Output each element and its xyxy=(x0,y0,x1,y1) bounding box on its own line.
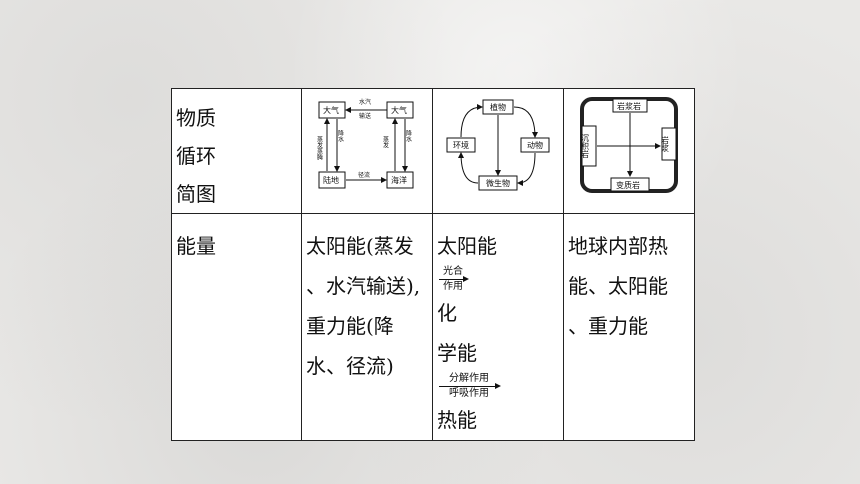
rock-cycle-diagram: 岩浆岩 沉积岩 岩浆 变质岩 xyxy=(579,96,679,194)
metamorphic-label: 变质岩 xyxy=(616,180,640,190)
rock-energy-line: 、重力能 xyxy=(568,314,648,338)
precip-left-label: 降水 xyxy=(337,129,344,142)
atm-left-label: 大气 xyxy=(323,105,339,115)
respiration-arrow: 分解作用呼吸作用 xyxy=(439,373,501,400)
bio-cycle-diagram: 植物 环境 动物 微生物 xyxy=(443,96,553,194)
ocean-box xyxy=(386,171,414,189)
transport-bottom-label: 输送 xyxy=(359,112,371,120)
bio-energy-line2: 学能 xyxy=(437,341,477,365)
rock-energy-line: 地球内部热 xyxy=(568,234,668,258)
land-box xyxy=(318,171,346,189)
bio-energy-end: 化 xyxy=(437,301,457,325)
bio-cycle-cell: 植物 环境 动物 微生物 xyxy=(432,88,564,214)
material-cycle-table: 物质 循环 简图 大气 大气 陆地 海洋 xyxy=(171,88,695,441)
magma-rock-box xyxy=(612,98,648,113)
transport-top-label: 水汽 xyxy=(359,98,371,106)
table-row-diagrams: 物质 循环 简图 大气 大气 陆地 海洋 xyxy=(171,88,695,214)
table-row-energy: 能量 太阳能(蒸发 、水汽输送), 重力能(降 水、径流) 太阳能光合作用化 学… xyxy=(171,213,695,441)
photosynthesis-bottom: 作用 xyxy=(443,281,463,292)
rock-energy-line: 能、太阳能 xyxy=(568,274,668,298)
microbes-label: 微生物 xyxy=(486,178,510,188)
land-label: 陆地 xyxy=(323,175,339,185)
bio-energy-line1: 太阳能光合作用化 xyxy=(437,226,563,333)
environment-box xyxy=(446,137,476,153)
microbes-box xyxy=(478,175,518,191)
row-label-line: 简图 xyxy=(176,182,216,206)
ocean-label: 海洋 xyxy=(391,175,407,185)
energy-label-cell: 能量 xyxy=(171,213,302,441)
plants-label: 植物 xyxy=(490,102,506,112)
animals-box xyxy=(520,137,550,153)
row-label-line: 循环 xyxy=(176,144,216,168)
rock-cycle-cell: 岩浆岩 沉积岩 岩浆 变质岩 xyxy=(563,88,695,214)
atm-right-label: 大气 xyxy=(391,105,407,115)
bio-energy-cell: 太阳能光合作用化 学能 分解作用呼吸作用热能 xyxy=(432,213,564,441)
magma-label: 岩浆 xyxy=(661,135,670,152)
metamorphic-box xyxy=(610,177,650,192)
evap-right-label: 蒸发 xyxy=(382,135,389,149)
photosynthesis-arrow: 光合作用 xyxy=(439,266,469,293)
bio-energy-start: 太阳能 xyxy=(437,234,497,258)
water-cycle-cell: 大气 大气 陆地 海洋 水汽 输送 径流 蒸发蒸腾 降水 蒸发 降水 xyxy=(301,88,433,214)
precip-right-label: 降水 xyxy=(405,129,412,142)
energy-label: 能量 xyxy=(176,234,216,258)
runoff-label: 径流 xyxy=(358,171,370,179)
row-label-cell: 物质 循环 简图 xyxy=(171,88,302,214)
water-energy-cell: 太阳能(蒸发 、水汽输送), 重力能(降 水、径流) xyxy=(301,213,433,441)
bio-energy-line3: 分解作用呼吸作用热能 xyxy=(437,373,563,440)
animals-label: 动物 xyxy=(527,140,543,150)
photosynthesis-top: 光合 xyxy=(443,266,463,277)
row-label-line: 物质 xyxy=(176,106,216,130)
respiration-label: 呼吸作用 xyxy=(449,388,489,399)
magma-rock-label: 岩浆岩 xyxy=(617,101,641,111)
rock-energy-cell: 地球内部热 能、太阳能 、重力能 xyxy=(563,213,695,441)
environment-label: 环境 xyxy=(453,140,469,150)
sedimentary-box xyxy=(581,125,597,167)
heat-energy: 热能 xyxy=(437,408,477,432)
water-energy-line: 、水汽输送), xyxy=(306,274,421,298)
water-energy-line: 重力能(降 xyxy=(306,314,394,338)
water-cycle-diagram: 大气 大气 陆地 海洋 水汽 输送 径流 蒸发蒸腾 降水 蒸发 降水 xyxy=(315,96,419,194)
water-energy-line: 水、径流) xyxy=(306,354,394,378)
magma-box xyxy=(661,127,677,161)
decomposition-label: 分解作用 xyxy=(449,373,489,384)
plants-box xyxy=(482,99,514,115)
sedimentary-label: 沉积岩 xyxy=(581,134,590,159)
evap-left-label: 蒸发蒸腾 xyxy=(316,135,323,161)
water-energy-line: 太阳能(蒸发 xyxy=(306,234,414,258)
